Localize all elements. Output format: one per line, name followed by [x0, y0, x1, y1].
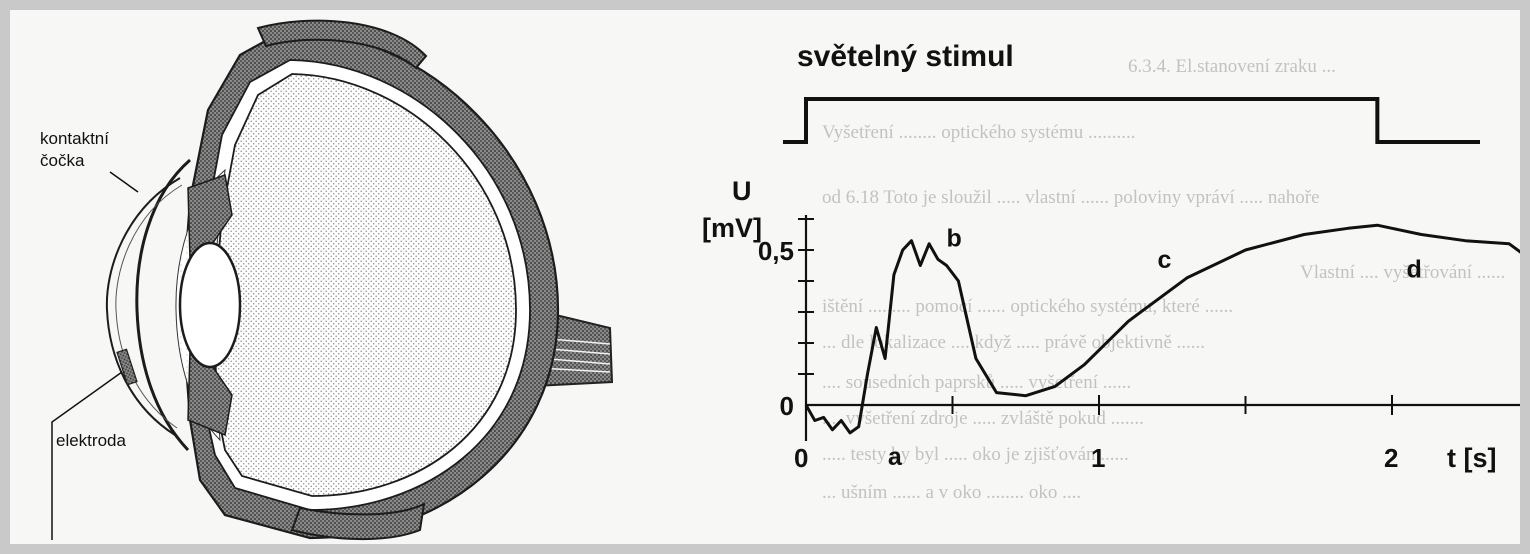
iris-upper [187, 173, 233, 262]
wave-label-d: d [1407, 255, 1422, 283]
svg-text:... ušním ...... a v oko .....: ... ušním ...... a v oko ........ oko ..… [822, 482, 1081, 503]
chart-series [804, 223, 1520, 435]
bleed-through-text: 6.3.4. El.stanovení zraku ... Vyšetření … [822, 56, 1505, 503]
chart-axes [804, 215, 1520, 441]
wave-label-c: c [1157, 246, 1171, 274]
svg-text:ištění ......... pomocí ......: ištění ......... pomocí ...... optického… [822, 296, 1233, 317]
contact-lens-label-line1: kontaktní [40, 129, 109, 148]
vitreous-body [213, 73, 517, 497]
electrode-tip [116, 348, 138, 386]
upper-eyelid [256, 19, 428, 70]
y-tick-label: 0,5 [758, 236, 794, 266]
x-tick-label: 2 [1384, 443, 1398, 473]
x-tick-label: 1 [1091, 443, 1105, 473]
contact-lens-leader [109, 171, 139, 193]
erg-chart: U [mV] t [s] 0 1 2 0 0,5 a b c d [702, 176, 1520, 473]
y-axis-label-unit: [mV] [702, 213, 762, 243]
y-axis-label-u: U [732, 176, 752, 206]
light-stimulus: světelný stimul [783, 40, 1480, 144]
electrode-leader [51, 371, 123, 540]
svg-text:6.3.4. El.stanovení zraku ...: 6.3.4. El.stanovení zraku ... [1128, 56, 1336, 77]
contact-lens-inner-edge [115, 184, 183, 429]
cornea [135, 158, 191, 452]
erg-waveform [804, 223, 1520, 435]
x-axis-label: t [s] [1447, 443, 1497, 473]
svg-text:Vlastní .... vyšetřování .....: Vlastní .... vyšetřování ...... [1300, 262, 1505, 283]
svg-text:Vyšetření ........ optického s: Vyšetření ........ optického systému ...… [822, 122, 1135, 143]
wave-labels: a b c d [888, 224, 1422, 471]
crystalline-lens [178, 241, 242, 369]
y-tick-label: 0 [780, 391, 794, 421]
electrode-label: elektroda [56, 431, 126, 450]
wave-label-b: b [947, 224, 962, 252]
svg-text:od 6.18 Toto je sloužil .....: od 6.18 Toto je sloužil ..... vlastní ..… [822, 187, 1320, 208]
svg-text:.... vyšetření zdroje ..... zv: .... vyšetření zdroje ..... zvláště poku… [822, 408, 1144, 429]
stimulus-trace [783, 97, 1480, 144]
contact-lens-label-line2: čočka [40, 151, 85, 170]
eye-cross-section: kontaktní čočka elektroda [40, 19, 614, 540]
iris-lower [187, 348, 233, 437]
chart-ticks: 0 1 2 0 0,5 [758, 218, 1398, 473]
svg-text:... dle lokalizace .... když .: ... dle lokalizace .... když ..... právě… [822, 332, 1205, 353]
stimulus-title: světelný stimul [797, 40, 1014, 73]
x-tick-label: 0 [794, 443, 808, 473]
lower-eyelid [290, 502, 426, 540]
figure-canvas: 6.3.4. El.stanovení zraku ... Vyšetření … [40, 19, 1520, 540]
wave-label-a: a [888, 443, 903, 471]
scanned-figure: 6.3.4. El.stanovení zraku ... Vyšetření … [10, 10, 1520, 544]
svg-text:..... testy by byl ..... oko j: ..... testy by byl ..... oko je zjišťová… [822, 444, 1129, 465]
contact-lens-shape [105, 177, 181, 436]
